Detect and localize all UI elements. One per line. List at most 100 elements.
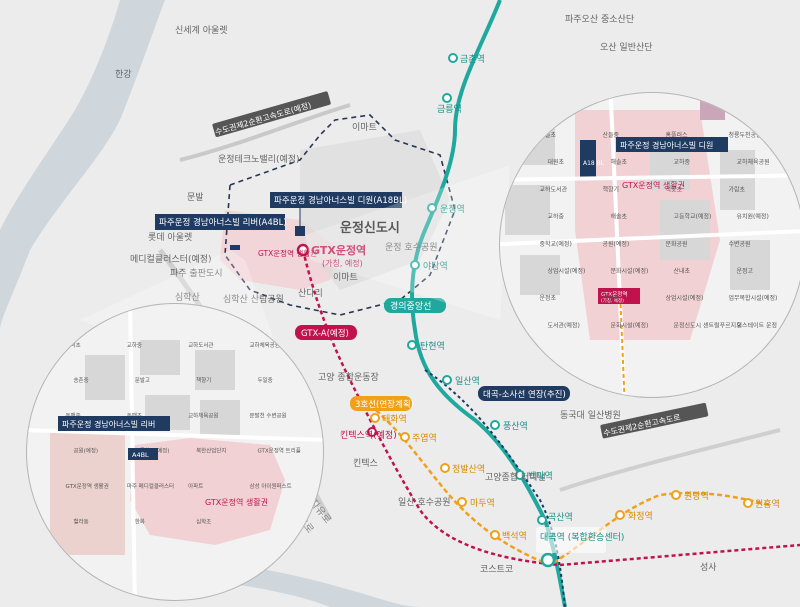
zl-bl-box [128,448,158,460]
label-ilsan-lake: 일산 호수공원 [398,497,451,508]
label-seosan: 성사 [700,562,717,573]
label-lotte: 롯데 아울렛 [148,232,192,243]
label-sandari: 산다리 [298,288,323,299]
zl-label: 문발고 [135,376,150,384]
zl-label: 두일중 [257,376,272,384]
zr-callout: 파주운정 경남아너스빌 디원 [620,140,713,150]
beam-right [305,165,510,320]
label-gyeongui: 경의중앙선 [390,300,431,312]
label-emart2: 이마트 [333,272,358,283]
stations [407,53,547,525]
line3-badge [350,396,412,411]
zl-label: 교하체육공원 [188,411,218,419]
zr-label: 석곶초 [666,185,683,193]
zl-label: 동패초 [127,411,142,419]
zl-label: 와석초 [66,341,81,349]
a4-callout: 파주운정 경남아너스빌 리버(A4BL) [159,217,287,228]
label-line3: 3호선(연장계획) [355,399,414,410]
zl-label: GTX운정역 트리플 [257,447,300,455]
label-juyeop: 주엽역 [412,433,437,444]
zr-label: 해솔초 [611,213,628,221]
a4-marker [230,245,240,250]
newtown-zone [300,130,450,290]
label-munbal: 문발 [187,192,204,203]
label-baengma: 백마역 [528,471,553,482]
zr-label: 문화시설(예정) [611,321,649,329]
zl-label: GTX운정역 생활권 [66,482,109,490]
newtown-boundary [224,114,456,316]
label-goksan: 곡산역 [548,512,573,523]
label-pungsan: 풍산역 [503,421,528,432]
a18-callout-box [270,192,402,208]
road-right [559,428,781,492]
zl-label: 북한산업단지 [196,447,226,455]
label-unjeong: 운정역 [440,204,465,215]
label-geumchon: 금촌역 [460,54,485,65]
zl-label: 문발천 수변공원 [249,411,286,419]
zr-label: 힐스테이트 운정 [737,321,778,329]
label-gtx-unjeong: GTX운정역 [311,243,366,257]
zr-zone: GTX운정역 생활권 [622,180,685,190]
zr-label: 교하체육공원 [737,158,770,166]
daegok-sosa-badge [478,386,570,401]
label-daegok: 대곡역 (복합환승센터) [540,531,624,543]
zr-label: 산내초 [674,267,691,275]
zl-label: 한화 [135,518,145,525]
a18-marker [295,226,305,236]
zr-label: 유치원(예정) [737,213,769,221]
zl-label: 교하체육공원 [249,341,279,349]
label-medical: 메디컬클러스터(예정) [130,254,212,265]
label-shinsegae: 신세계 아울렛 [175,24,228,36]
label-dongguk: 동국대 일산병원 [560,410,621,421]
label-ohsan-ilban: 오산 일반산단 [600,42,653,53]
zl-callout-box [58,416,170,431]
zr-label: 운정중 [603,295,620,302]
capital-ring-right-badge [600,402,709,439]
daegok-badge [536,527,606,553]
zr-label: 운정고 [737,268,754,275]
zr-label: 대원초 [548,158,565,166]
zr-label: 고등학교(예정) [674,213,712,221]
zr-label: 책향기 [603,185,620,193]
zr-label: 교하중 [548,213,565,221]
zl-label: 교하도서관 [188,341,213,349]
kintex-node [367,427,377,437]
label-hwajeong: 화정역 [628,511,653,522]
gtx-a-badge [295,325,357,340]
label-jeongbalsan: 정발산역 [452,464,485,475]
zl-label: 마주 메디컬클러스터 [127,482,174,490]
zl-label: 공원(예정) [74,447,99,455]
zr-label: 문화시설(예정) [611,267,649,275]
gtx-zone-label: GTX운정역 생활권 [258,248,317,258]
gyeongui-badge [384,298,446,313]
label-kosko: 코스트코 [480,564,513,575]
zr-label: 청룡두천공원 [729,131,762,139]
label-gtx-a: GTX-A(예정) [301,328,349,339]
zr-label: 가람초 [729,185,746,193]
label-goyang-sports: 고양 종합운동장 [318,372,379,383]
label-unjeong-lake: 운정 호수공원 [385,242,438,253]
label-geumneung: 금릉역 [437,104,462,115]
zr-station: GTX운정역 [601,290,627,298]
label-goyang-terminal: 고양종합 터미널 [485,472,546,483]
label-paju-publish: 파주 출판도시 [170,268,223,279]
zl-callout: 파주운정 경남아너스빌 리버 [62,419,155,429]
zl-zone: GTX운정역 생활권 [205,497,268,507]
label-yadang: 야당역 [423,261,448,272]
zr-label: 운정신도시 센트럴푸르지오 [674,321,743,329]
label-daehwa: 대화역 [382,414,407,425]
zl-label: 책향기 [196,376,211,384]
zr-label: 산들초 [540,131,557,139]
zr-label: 홈플러스 [666,131,689,139]
label-daegok-sosa: 대곡-소사선 연장(추진) [483,389,566,400]
zl-bl: A4BL [132,451,149,459]
label-gtx-unjeong-sub: (가칭, 예정) [322,258,363,268]
gtx-a-line [301,249,800,567]
orange-stations [370,413,753,540]
label-kintex: 킨텍스 [353,458,378,469]
zr-callout-box [616,137,728,152]
